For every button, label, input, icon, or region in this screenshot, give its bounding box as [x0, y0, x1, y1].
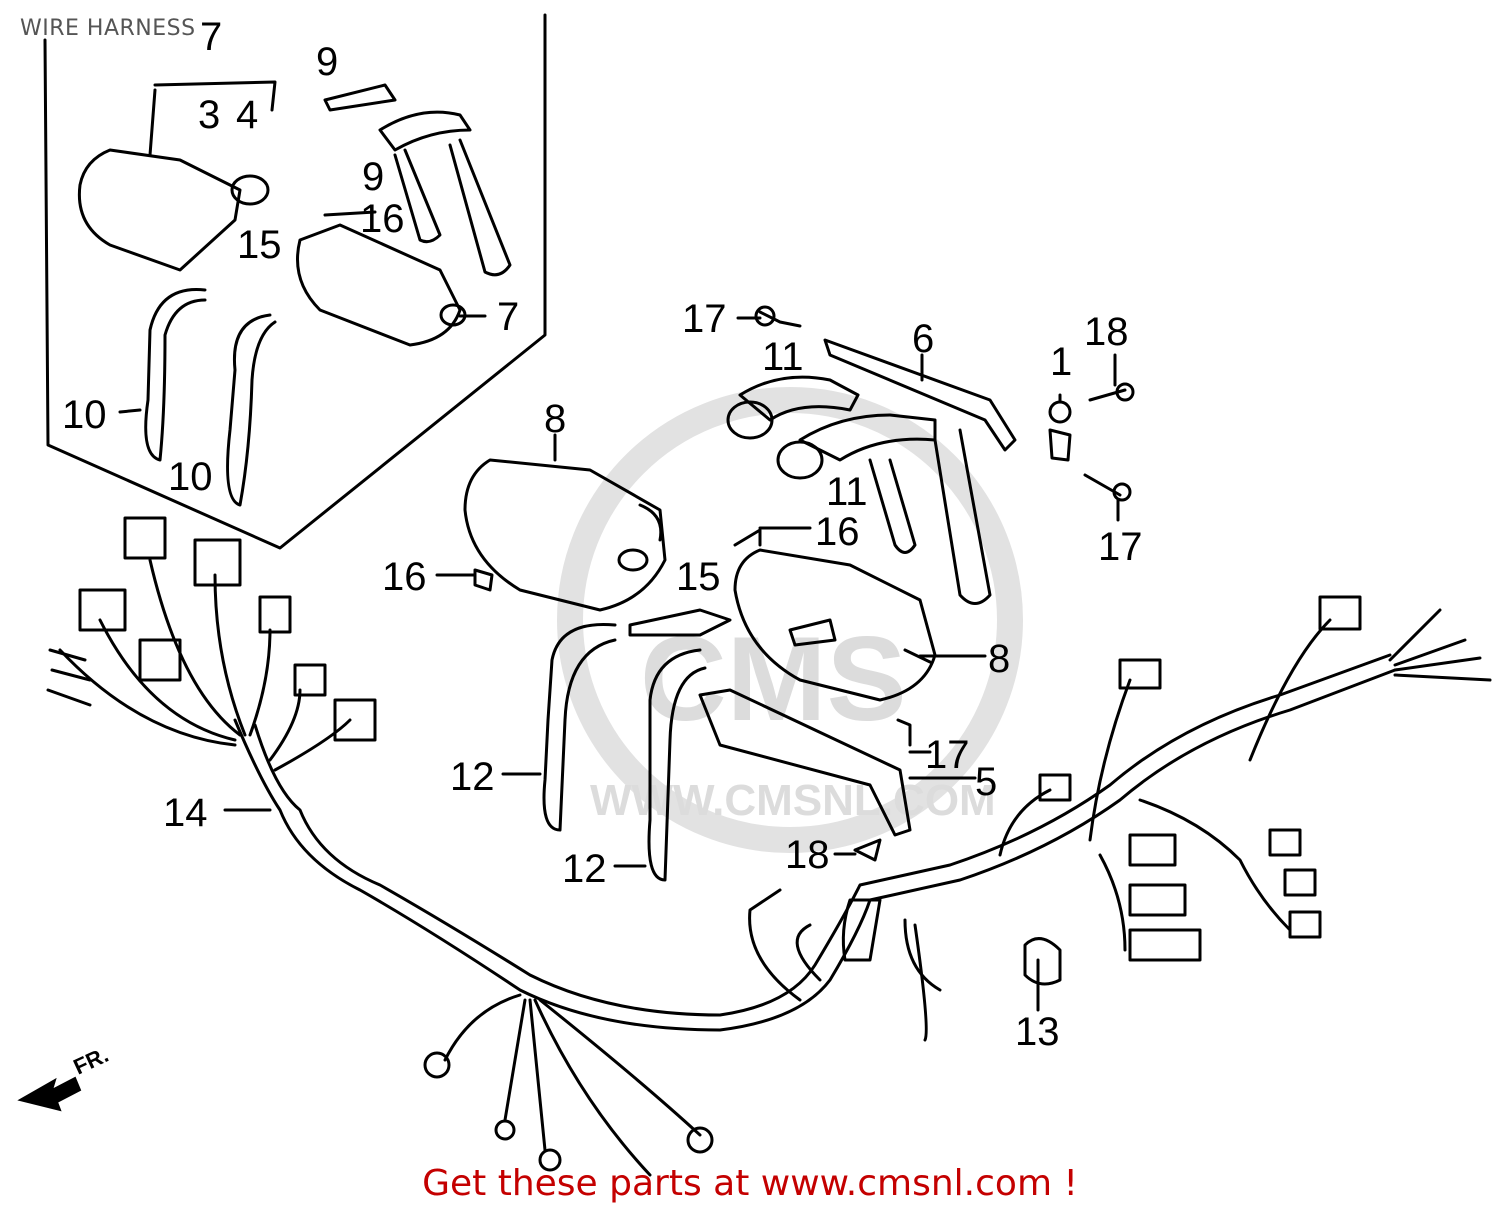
front-direction-arrow: FR. [17, 1042, 113, 1112]
inset-plug-cap-b [378, 110, 472, 152]
harness-trunk-inner [253, 653, 1392, 1017]
coil-bracket-upper [823, 338, 1017, 452]
left-branch-connectors [46, 516, 377, 772]
callout-15b: 15 [676, 555, 721, 599]
inset-coil-1 [77, 80, 277, 272]
callout-9b: 9 [362, 155, 384, 199]
coil-bracket-lower [698, 688, 912, 837]
callout-1: 1 [1050, 340, 1072, 384]
leader-lines [118, 210, 1120, 1012]
footer-call-to-action[interactable]: Get these parts at www.cmsnl.com ! [422, 1163, 1078, 1204]
callout-17a: 17 [682, 297, 727, 341]
callout-17b: 17 [1098, 525, 1143, 569]
callout-5: 5 [975, 760, 997, 804]
callout-16b: 16 [815, 510, 860, 554]
inset-plug-cap-a [323, 83, 397, 112]
callout-16c: 16 [382, 555, 427, 599]
inset-lead-b [448, 138, 512, 277]
watermark-brand: CMS [640, 612, 907, 746]
right-connectors [1098, 595, 1492, 962]
callout-7a: 7 [200, 15, 222, 59]
middle-connectors [748, 658, 1162, 1042]
callout-18a: 18 [1084, 310, 1129, 354]
callout-8b: 8 [988, 637, 1010, 681]
callout-13: 13 [1015, 1010, 1060, 1054]
callout-12b: 12 [562, 847, 607, 891]
callout-9a: 9 [316, 40, 338, 84]
callout-8a: 8 [544, 397, 566, 441]
callout-10a: 10 [62, 393, 107, 437]
ht-lead-1 [542, 622, 617, 832]
callout-11b: 11 [826, 470, 868, 514]
watermark-url: WWW.CMSNL.COM [590, 776, 996, 825]
inset-frame [43, 13, 547, 550]
page-title: WIRE HARNESS [20, 16, 196, 41]
ignition-coil-upper [463, 458, 667, 612]
front-direction-label: FR. [70, 1042, 113, 1080]
plug-cap-upper [738, 375, 860, 422]
plug-cap-lower-boot [776, 440, 824, 480]
ignition-coil-lower [733, 548, 937, 702]
inset-lead-a [393, 148, 442, 244]
inset-coil-2 [296, 223, 467, 347]
callout-12a: 12 [450, 755, 495, 799]
plug-lead-2 [933, 428, 992, 605]
callout-numbers: 7 3 4 9 9 16 15 7 10 10 17 11 6 1 18 17 … [62, 15, 1143, 1054]
callout-4: 4 [236, 93, 258, 137]
callout-7b: 7 [497, 295, 519, 339]
callout-6: 6 [912, 317, 934, 361]
harness-trunk [233, 668, 1397, 1032]
plug-lead-1 [868, 458, 917, 554]
callout-11a: 11 [762, 335, 804, 379]
callout-16a: 16 [360, 197, 405, 241]
plug-cap-upper-boot [726, 400, 774, 440]
callout-14: 14 [163, 791, 208, 835]
bottom-branch-wires [423, 993, 714, 1177]
inset-ht-lead-2 [226, 313, 277, 507]
callout-15a: 15 [237, 223, 282, 267]
callout-3: 3 [198, 93, 220, 137]
relay-part [1023, 937, 1062, 986]
callout-17c: 17 [925, 733, 970, 777]
ht-lead-2 [647, 648, 707, 882]
inset-ht-lead-1 [144, 288, 207, 462]
callout-10b: 10 [168, 455, 213, 499]
callout-18b: 18 [785, 833, 830, 877]
ht-lead-3 [628, 608, 732, 637]
